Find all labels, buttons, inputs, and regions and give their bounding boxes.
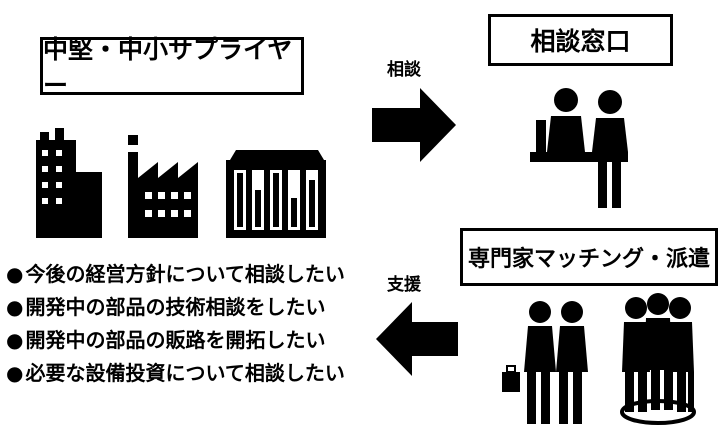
needs-item: 今後の経営方針について相談したい — [6, 258, 344, 291]
consult-flow-label: 相談 — [387, 60, 421, 80]
expert-box: 専門家マッチング・派遣 — [460, 228, 718, 286]
needs-list: 今後の経営方針について相談したい 開発中の部品の技術相談をしたい 開発中の部品の… — [6, 258, 345, 390]
workshop-icon — [226, 150, 326, 238]
expert-title: 専門家マッチング・派遣 — [467, 247, 710, 272]
support-flow-label: 支援 — [387, 275, 421, 295]
right-arrow-icon — [372, 88, 456, 162]
needs-item: 必要な設備投資について相談したい — [6, 357, 344, 390]
consult-title: 相談窓口 — [530, 27, 631, 56]
consultation-desk-icon — [530, 88, 628, 208]
consult-box: 相談窓口 — [488, 14, 673, 66]
supplier-box: 中堅・中小サプライヤー — [40, 35, 304, 100]
factory-icon — [128, 135, 198, 238]
expert-group-icon — [620, 293, 696, 425]
needs-item: 開発中の部品の販路を開拓したい — [6, 324, 345, 357]
factory-building-icon — [36, 128, 102, 238]
supplier-title: 中堅・中小サプライヤー — [43, 35, 293, 100]
left-arrow-icon — [376, 302, 458, 376]
needs-item: 開発中の部品の技術相談をしたい — [6, 291, 345, 324]
handshake-icon — [502, 301, 588, 424]
